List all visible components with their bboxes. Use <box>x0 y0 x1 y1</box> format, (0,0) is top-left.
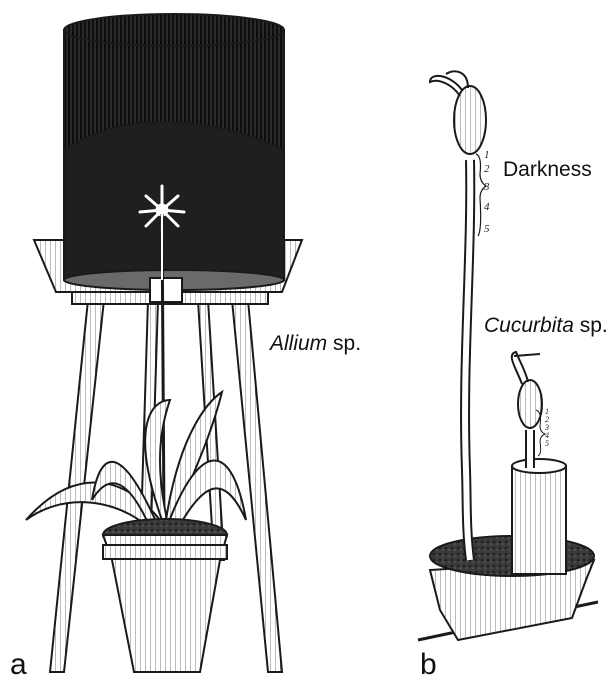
tall-seedling-marks: 1 2 3 4 5 <box>484 148 490 236</box>
dark-tube <box>512 459 566 574</box>
dark-cylinder <box>64 14 284 290</box>
short-seedling <box>512 352 542 468</box>
panel-a-label: a <box>10 648 27 682</box>
short-seedling-marks: 1 2 3 4 5 <box>545 408 549 448</box>
short-mark-5: 5 <box>545 440 549 448</box>
allium-caption: Allium sp. <box>270 332 361 356</box>
tall-mark-1: 1 <box>484 148 490 162</box>
cucurbita-caption: Cucurbita sp. <box>484 314 608 338</box>
cucurbita-suffix: sp. <box>580 314 608 337</box>
panel-b-label: b <box>420 648 437 682</box>
darkness-caption: Darkness <box>503 158 592 182</box>
tall-mark-4: 4 <box>484 200 490 214</box>
cucurbita-genus: Cucurbita <box>484 314 574 337</box>
tall-seedling <box>430 71 486 560</box>
stem-clamp <box>150 278 182 302</box>
tall-mark-5: 5 <box>484 222 490 236</box>
allium-genus: Allium <box>270 332 327 355</box>
tall-mark-3: 3 <box>484 180 490 194</box>
allium-suffix: sp. <box>333 332 361 355</box>
panel-b-apparatus <box>418 71 598 640</box>
panel-a-apparatus <box>26 14 302 672</box>
flower-pot-a <box>103 519 227 672</box>
tall-mark-2: 2 <box>484 162 490 176</box>
